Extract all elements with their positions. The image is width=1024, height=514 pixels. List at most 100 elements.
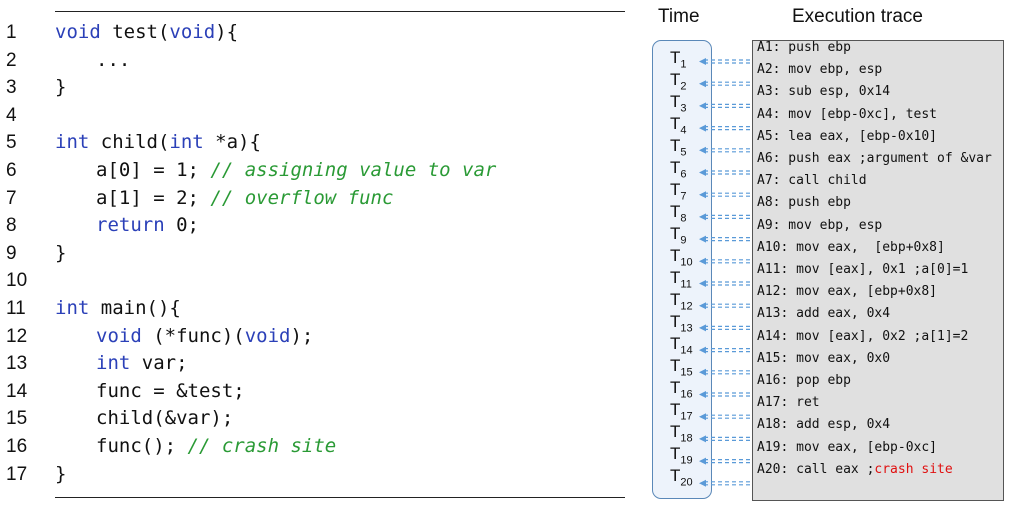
code-token: (*func)( (141, 324, 245, 347)
line-number: 16 (6, 436, 28, 457)
time-arrow (699, 280, 750, 287)
trace-instruction: A7: call child (757, 173, 867, 189)
trace-instruction: A16: pop ebp (757, 373, 851, 388)
time-arrow (699, 213, 750, 221)
code-token: test( (100, 21, 170, 43)
trace-header: Execution trace (792, 6, 923, 27)
time-arrow (699, 346, 750, 354)
code-token: main(){ (89, 297, 181, 319)
trace-instruction: A9: mov ebp, esp (757, 217, 883, 233)
time-label: T6 (670, 158, 687, 181)
time-arrow (699, 368, 750, 376)
keyword: void (55, 21, 101, 43)
time-arrow (699, 235, 750, 243)
trace-instruction: A17: ret (757, 395, 820, 411)
keyword: int (169, 131, 204, 154)
line-number: 1 (6, 22, 17, 43)
trace-instruction: A5: lea eax, [ebp-0x10] (757, 128, 938, 144)
time-arrow (699, 413, 750, 421)
code-token: 0; (164, 214, 199, 237)
time-arrow (699, 102, 750, 110)
keyword: void (169, 21, 216, 43)
code-token: } (55, 76, 67, 99)
code-token: child(&var); (96, 407, 234, 430)
time-label: T19 (670, 444, 693, 467)
line-number: 13 (6, 353, 28, 375)
keyword: int (55, 297, 90, 319)
time-label: T9 (670, 224, 687, 247)
line-number: 6 (6, 160, 17, 181)
trace-instruction: A11: mov [eax], 0x1 ;a[0]=1 (757, 262, 969, 277)
code-token: func(); (96, 435, 188, 457)
code-token: var; (130, 352, 188, 375)
time-arrow (699, 146, 750, 154)
code-text: void test(void){ (55, 19, 238, 46)
trace-instruction: A20: call eax ;crash site (757, 461, 953, 477)
time-label: T13 (670, 312, 693, 335)
time-label: T17 (670, 400, 693, 423)
code-text: int main(){ (55, 295, 181, 322)
time-label: T5 (670, 136, 687, 159)
trace-instruction: A6: push eax ;argument of &var (757, 151, 992, 166)
code-text: void (*func)(void); (96, 323, 313, 350)
code-token: ){ (215, 21, 239, 43)
code-text: } (55, 74, 66, 101)
code-token: func = &test; (96, 379, 245, 402)
time-arrow (699, 257, 750, 265)
trace-instruction: A12: mov eax, [ebp+0x8] (757, 284, 938, 300)
comment: // assigning value to var (210, 159, 497, 181)
time-arrow (699, 124, 750, 132)
time-label: T4 (670, 114, 687, 137)
time-arrow (699, 457, 750, 465)
trace-instruction: A10: mov eax, [ebp+0x8] (757, 239, 945, 255)
keyword: return (96, 214, 165, 237)
time-label: T14 (670, 334, 693, 357)
trace-instruction: A8: push ebp (757, 195, 851, 211)
code-token: } (55, 462, 67, 485)
line-number: 3 (6, 77, 17, 99)
trace-instruction: A2: mov ebp, esp (757, 62, 883, 78)
line-number: 11 (6, 298, 26, 319)
code-token: ); (290, 324, 314, 347)
trace-instruction: A18: add esp, 0x4 (757, 417, 891, 433)
trace-instruction: A1: push ebp (757, 40, 851, 55)
time-arrow (699, 391, 750, 398)
comment: // crash site (187, 435, 337, 457)
code-text: int var; (96, 350, 188, 377)
code-text: } (55, 461, 66, 488)
time-label: T20 (670, 466, 693, 489)
time-label: T8 (670, 202, 687, 225)
time-label: T7 (670, 180, 687, 203)
time-label: T15 (670, 356, 693, 379)
code-token: ... (96, 48, 131, 71)
time-label: T2 (670, 70, 687, 93)
trace-instruction: A4: mov [ebp-0xc], test (757, 106, 938, 122)
code-text: ... (96, 47, 130, 74)
keyword: void (244, 324, 291, 347)
time-label: T16 (670, 378, 693, 401)
execution-trace-box (752, 40, 1004, 501)
code-text: a[0] = 1; // assigning value to var (96, 157, 496, 184)
time-label: T11 (670, 268, 692, 291)
code-text: a[1] = 2; // overflow func (96, 185, 393, 212)
line-number: 8 (6, 215, 17, 237)
trace-instruction: A19: mov eax, [ebp-0xc] (757, 439, 938, 455)
code-text: return 0; (96, 212, 199, 239)
time-arrow (699, 324, 750, 332)
time-arrow (699, 169, 750, 176)
code-token: a[1] = 2; (96, 186, 211, 209)
line-number: 7 (6, 187, 17, 209)
top-rule (55, 11, 625, 12)
time-label: T3 (670, 92, 687, 115)
time-arrow (699, 479, 750, 487)
code-token: *a){ (203, 131, 261, 154)
crash-site-label: crash site (874, 461, 953, 477)
comment: // overflow func (210, 186, 394, 209)
time-label: T10 (670, 246, 693, 269)
time-arrow (699, 58, 750, 65)
trace-instruction: A15: mov eax, 0x0 (757, 350, 891, 366)
code-token: } (55, 241, 67, 264)
keyword: int (96, 352, 131, 375)
